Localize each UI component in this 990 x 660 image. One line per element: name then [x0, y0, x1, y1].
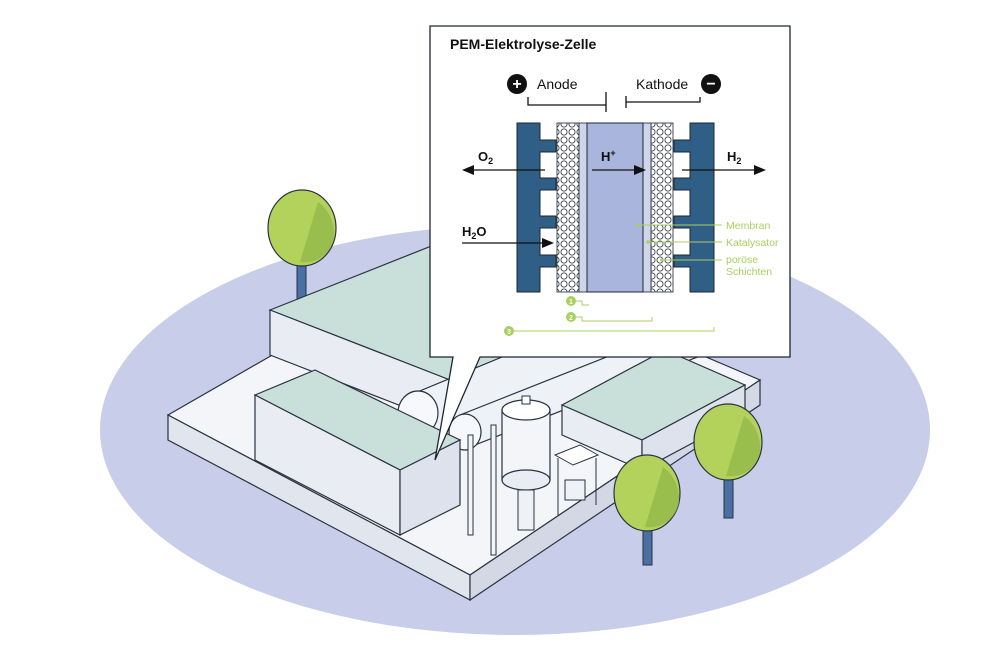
poles: [467, 424, 497, 556]
legend-porous-line1: poröse: [726, 254, 758, 266]
catalyst-layer-anode: [578, 122, 588, 293]
building-front-left: [253, 369, 462, 536]
legend-porous-line2: Schichten: [726, 266, 772, 278]
porous-layer-cathode: [650, 122, 674, 293]
cathode-sign-icon: −: [701, 74, 721, 94]
diagram-title: PEM-Elektrolyse-Zelle: [450, 36, 596, 52]
proton-label: H+: [601, 148, 616, 164]
flow-arrows: [462, 165, 766, 248]
legend-membrane: Membran: [726, 220, 771, 232]
marker-1: 1: [566, 296, 589, 306]
catalyst-layer-cathode: [642, 122, 652, 293]
cathode-plate: [673, 122, 715, 293]
svg-text:2: 2: [569, 315, 573, 322]
membrane: [586, 122, 644, 293]
hydrogen-label: H2: [727, 149, 741, 166]
legend-leaders: [635, 223, 722, 262]
tree-front-right: [693, 403, 763, 519]
cathode-label: Kathode: [636, 76, 688, 92]
svg-text:−: −: [706, 76, 715, 93]
svg-text:1: 1: [569, 299, 573, 306]
svg-text:+: +: [512, 76, 521, 93]
oxygen-label: O2: [478, 149, 493, 166]
circuit-wiring: [527, 92, 701, 112]
marker-2: 2: [566, 312, 653, 322]
anode-plate: [516, 122, 557, 293]
svg-text:3: 3: [507, 329, 511, 336]
tank: [501, 395, 551, 531]
anode-sign-icon: +: [507, 74, 527, 94]
legend-catalyst: Katalysator: [726, 237, 779, 249]
tree-front-middle: [613, 454, 681, 566]
frame-structure: [553, 444, 600, 515]
water-label: H2O: [462, 224, 487, 241]
tree-back-left: [267, 189, 337, 301]
porous-layer-anode: [556, 122, 580, 293]
anode-label: Anode: [537, 76, 578, 92]
marker-3: 3: [504, 326, 715, 336]
